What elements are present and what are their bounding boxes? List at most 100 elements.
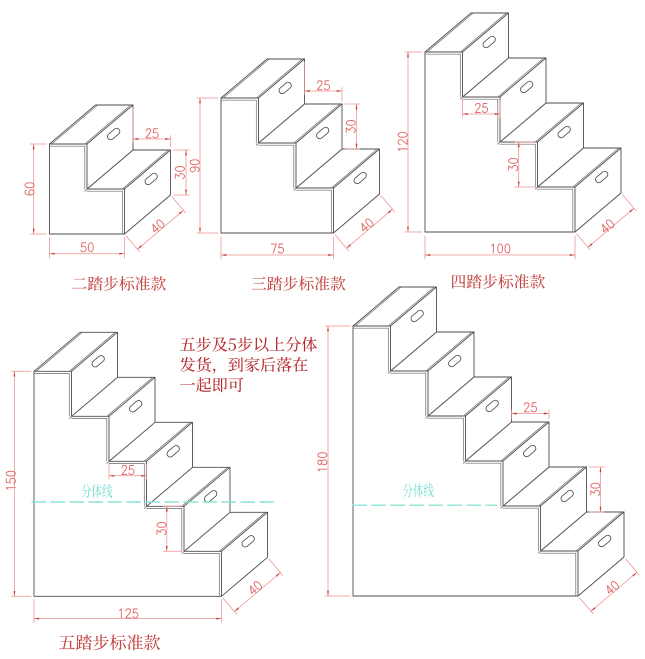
glyph <box>127 634 144 651</box>
glyph <box>244 357 260 372</box>
glyph <box>103 276 119 291</box>
digit-glyph <box>5 470 16 477</box>
dimension-30 <box>589 466 605 513</box>
digit-glyph <box>119 608 122 619</box>
dimension-arrow <box>590 607 596 612</box>
line-segment <box>143 421 191 462</box>
handle-slot <box>241 535 255 548</box>
dimension-value <box>174 166 185 180</box>
dimension-arrow <box>569 254 575 256</box>
glyph <box>228 357 244 372</box>
dimension-arrow <box>199 98 201 104</box>
panel-thickness-lines <box>220 58 378 234</box>
line-segment <box>218 511 266 552</box>
line-segment <box>459 12 507 53</box>
digit-glyph <box>606 585 614 594</box>
handle-slot <box>520 80 534 94</box>
line-segment <box>108 376 156 417</box>
digit-glyph <box>590 482 601 489</box>
line-segment <box>68 379 116 419</box>
digit-glyph <box>316 80 323 91</box>
digit-glyph <box>504 243 511 254</box>
glyph <box>237 336 253 352</box>
dimension-40 <box>334 195 396 252</box>
glyph <box>413 483 424 498</box>
dimension-value <box>80 242 94 253</box>
handle-slots <box>278 81 367 185</box>
split-line <box>352 483 498 506</box>
handle-slots <box>107 127 158 186</box>
handle-slot <box>91 355 105 368</box>
digit-glyph <box>87 242 94 253</box>
dimension-arrow <box>425 254 431 256</box>
line-segment <box>346 208 393 249</box>
dimension-25 <box>304 61 343 102</box>
dimension-value <box>189 159 200 173</box>
dimension-arrow <box>32 144 35 150</box>
dimension-arrow <box>119 252 125 255</box>
handle-slot <box>482 35 496 49</box>
glyph <box>196 336 212 352</box>
digit-glyph <box>317 459 328 466</box>
stool-label <box>72 276 166 291</box>
line-segment <box>577 511 625 552</box>
dimension-value <box>121 465 135 475</box>
panel-thickness-lines <box>49 104 169 235</box>
dimensions <box>189 61 396 260</box>
dimension-arrow <box>355 104 358 110</box>
line-segment <box>106 376 154 417</box>
digit-glyph <box>80 242 87 253</box>
line-segment <box>387 333 435 374</box>
line-segment <box>68 331 116 372</box>
glyph <box>180 382 195 385</box>
line-segment <box>500 421 548 462</box>
dimension-40 <box>222 558 284 615</box>
glyph <box>91 484 102 498</box>
dimension-75 <box>220 236 334 260</box>
line-segment <box>181 466 229 507</box>
digit-glyph <box>152 223 160 233</box>
handle-slot <box>166 445 180 458</box>
glyph <box>213 377 228 393</box>
line-segment <box>465 376 512 417</box>
dimension-125 <box>33 599 222 623</box>
digit-glyph <box>602 223 609 233</box>
digit-glyph <box>345 120 356 126</box>
digit-glyph <box>530 402 538 413</box>
dimension-arrow <box>49 252 55 255</box>
line-segment <box>502 421 550 462</box>
glyph <box>72 277 87 289</box>
handle-slot <box>598 534 612 548</box>
dimension-arrow <box>34 617 40 620</box>
line-segment <box>86 104 134 145</box>
dimension-30 <box>344 103 360 150</box>
glyph <box>298 276 314 291</box>
glyph <box>423 483 434 498</box>
line-segment <box>293 150 341 191</box>
line-segment <box>572 147 620 188</box>
dimension-90 <box>189 97 219 234</box>
line-segment <box>390 286 437 327</box>
dimension-arrow <box>327 590 329 596</box>
line-segment <box>124 149 171 190</box>
digit-glyph <box>317 468 328 472</box>
dimension-value <box>249 581 262 594</box>
dimension-value <box>361 218 374 232</box>
dimension-arrow <box>178 210 184 215</box>
glyph <box>402 483 413 498</box>
line-segment <box>51 104 99 145</box>
dimension-value <box>156 522 167 536</box>
digit-glyph <box>323 80 331 91</box>
digit-glyph <box>156 522 167 528</box>
dimensions <box>24 107 190 259</box>
handle-slots <box>410 309 612 548</box>
glyph <box>255 337 269 352</box>
digit-glyph <box>125 608 132 619</box>
digit-glyph <box>24 182 35 189</box>
handle-slots <box>91 355 255 548</box>
dimension-value <box>345 120 356 134</box>
handle-slot <box>557 125 571 139</box>
split-line <box>31 483 278 503</box>
dimension-arrow <box>587 243 593 248</box>
